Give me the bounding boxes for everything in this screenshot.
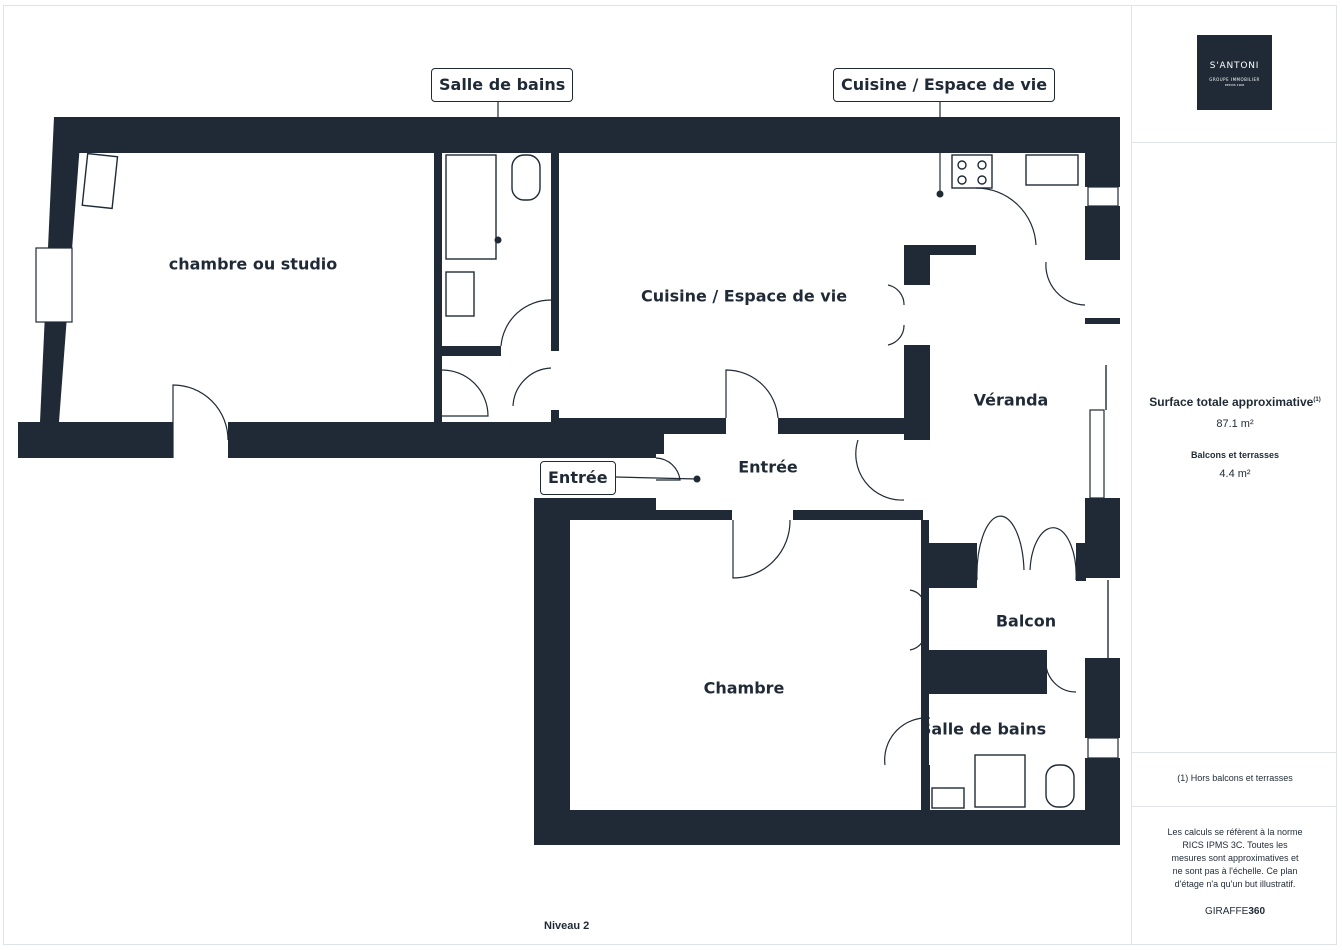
- level-label: Niveau 2: [544, 920, 590, 932]
- callout-salle-de-bains: Salle de bains: [431, 68, 574, 102]
- footer-brand: GIRAFFE360: [1135, 906, 1335, 917]
- total-surface-label: Surface totale approximative(1): [1135, 395, 1335, 409]
- room-label-veranda: Véranda: [973, 390, 1049, 410]
- brand-name: S'ANTONI: [1209, 61, 1260, 71]
- balcony-surface-label: Balcons et terrasses: [1190, 450, 1280, 460]
- page-frame: [3, 5, 1337, 945]
- sidebar-divider: [1131, 5, 1132, 945]
- room-label-cuisine: Cuisine / Espace de vie: [640, 286, 848, 306]
- callout-leaders: [497, 101, 941, 480]
- footnote: (1) Hors balcons et terrasses: [1177, 773, 1293, 783]
- floor-plan: [18, 101, 1120, 845]
- balcony-surface-value: 4.4 m²: [1219, 468, 1251, 480]
- room-label-chambre-studio: chambre ou studio: [168, 254, 338, 274]
- total-surface-note: (1): [1313, 397, 1321, 403]
- footer-brand-a: GIRAFFE: [1204, 906, 1249, 917]
- brand-since: DEPUIS 1906: [1224, 83, 1245, 87]
- sidebar-rule-1: [1131, 142, 1337, 143]
- room-label-chambre: Chambre: [703, 678, 785, 698]
- fixtures: [81, 152, 1109, 809]
- room-label-balcon: Balcon: [995, 611, 1057, 631]
- brand-logo: S'ANTONI GROUPE IMMOBILIER DEPUIS 1906: [1197, 35, 1272, 110]
- sidebar-rule-3: [1131, 806, 1337, 807]
- disclaimer: Les calculs se réfèrent à la norme RICS …: [1167, 827, 1303, 889]
- callout-entree: Entrée: [540, 461, 616, 495]
- doors: [172, 187, 1086, 766]
- total-surface-text: Surface totale approximative: [1149, 395, 1314, 409]
- callout-markers: [494, 190, 944, 483]
- brand-subtitle: GROUPE IMMOBILIER: [1209, 77, 1260, 82]
- total-surface-value: 87.1 m²: [1216, 418, 1254, 430]
- footer-brand-b: 360: [1248, 906, 1266, 917]
- windows: [35, 186, 1119, 759]
- callout-cuisine: Cuisine / Espace de vie: [833, 68, 1056, 102]
- sidebar-rule-2: [1131, 752, 1337, 753]
- room-label-salle-de-bains: Salle de bains: [919, 719, 1047, 739]
- room-label-entree: Entrée: [738, 457, 798, 477]
